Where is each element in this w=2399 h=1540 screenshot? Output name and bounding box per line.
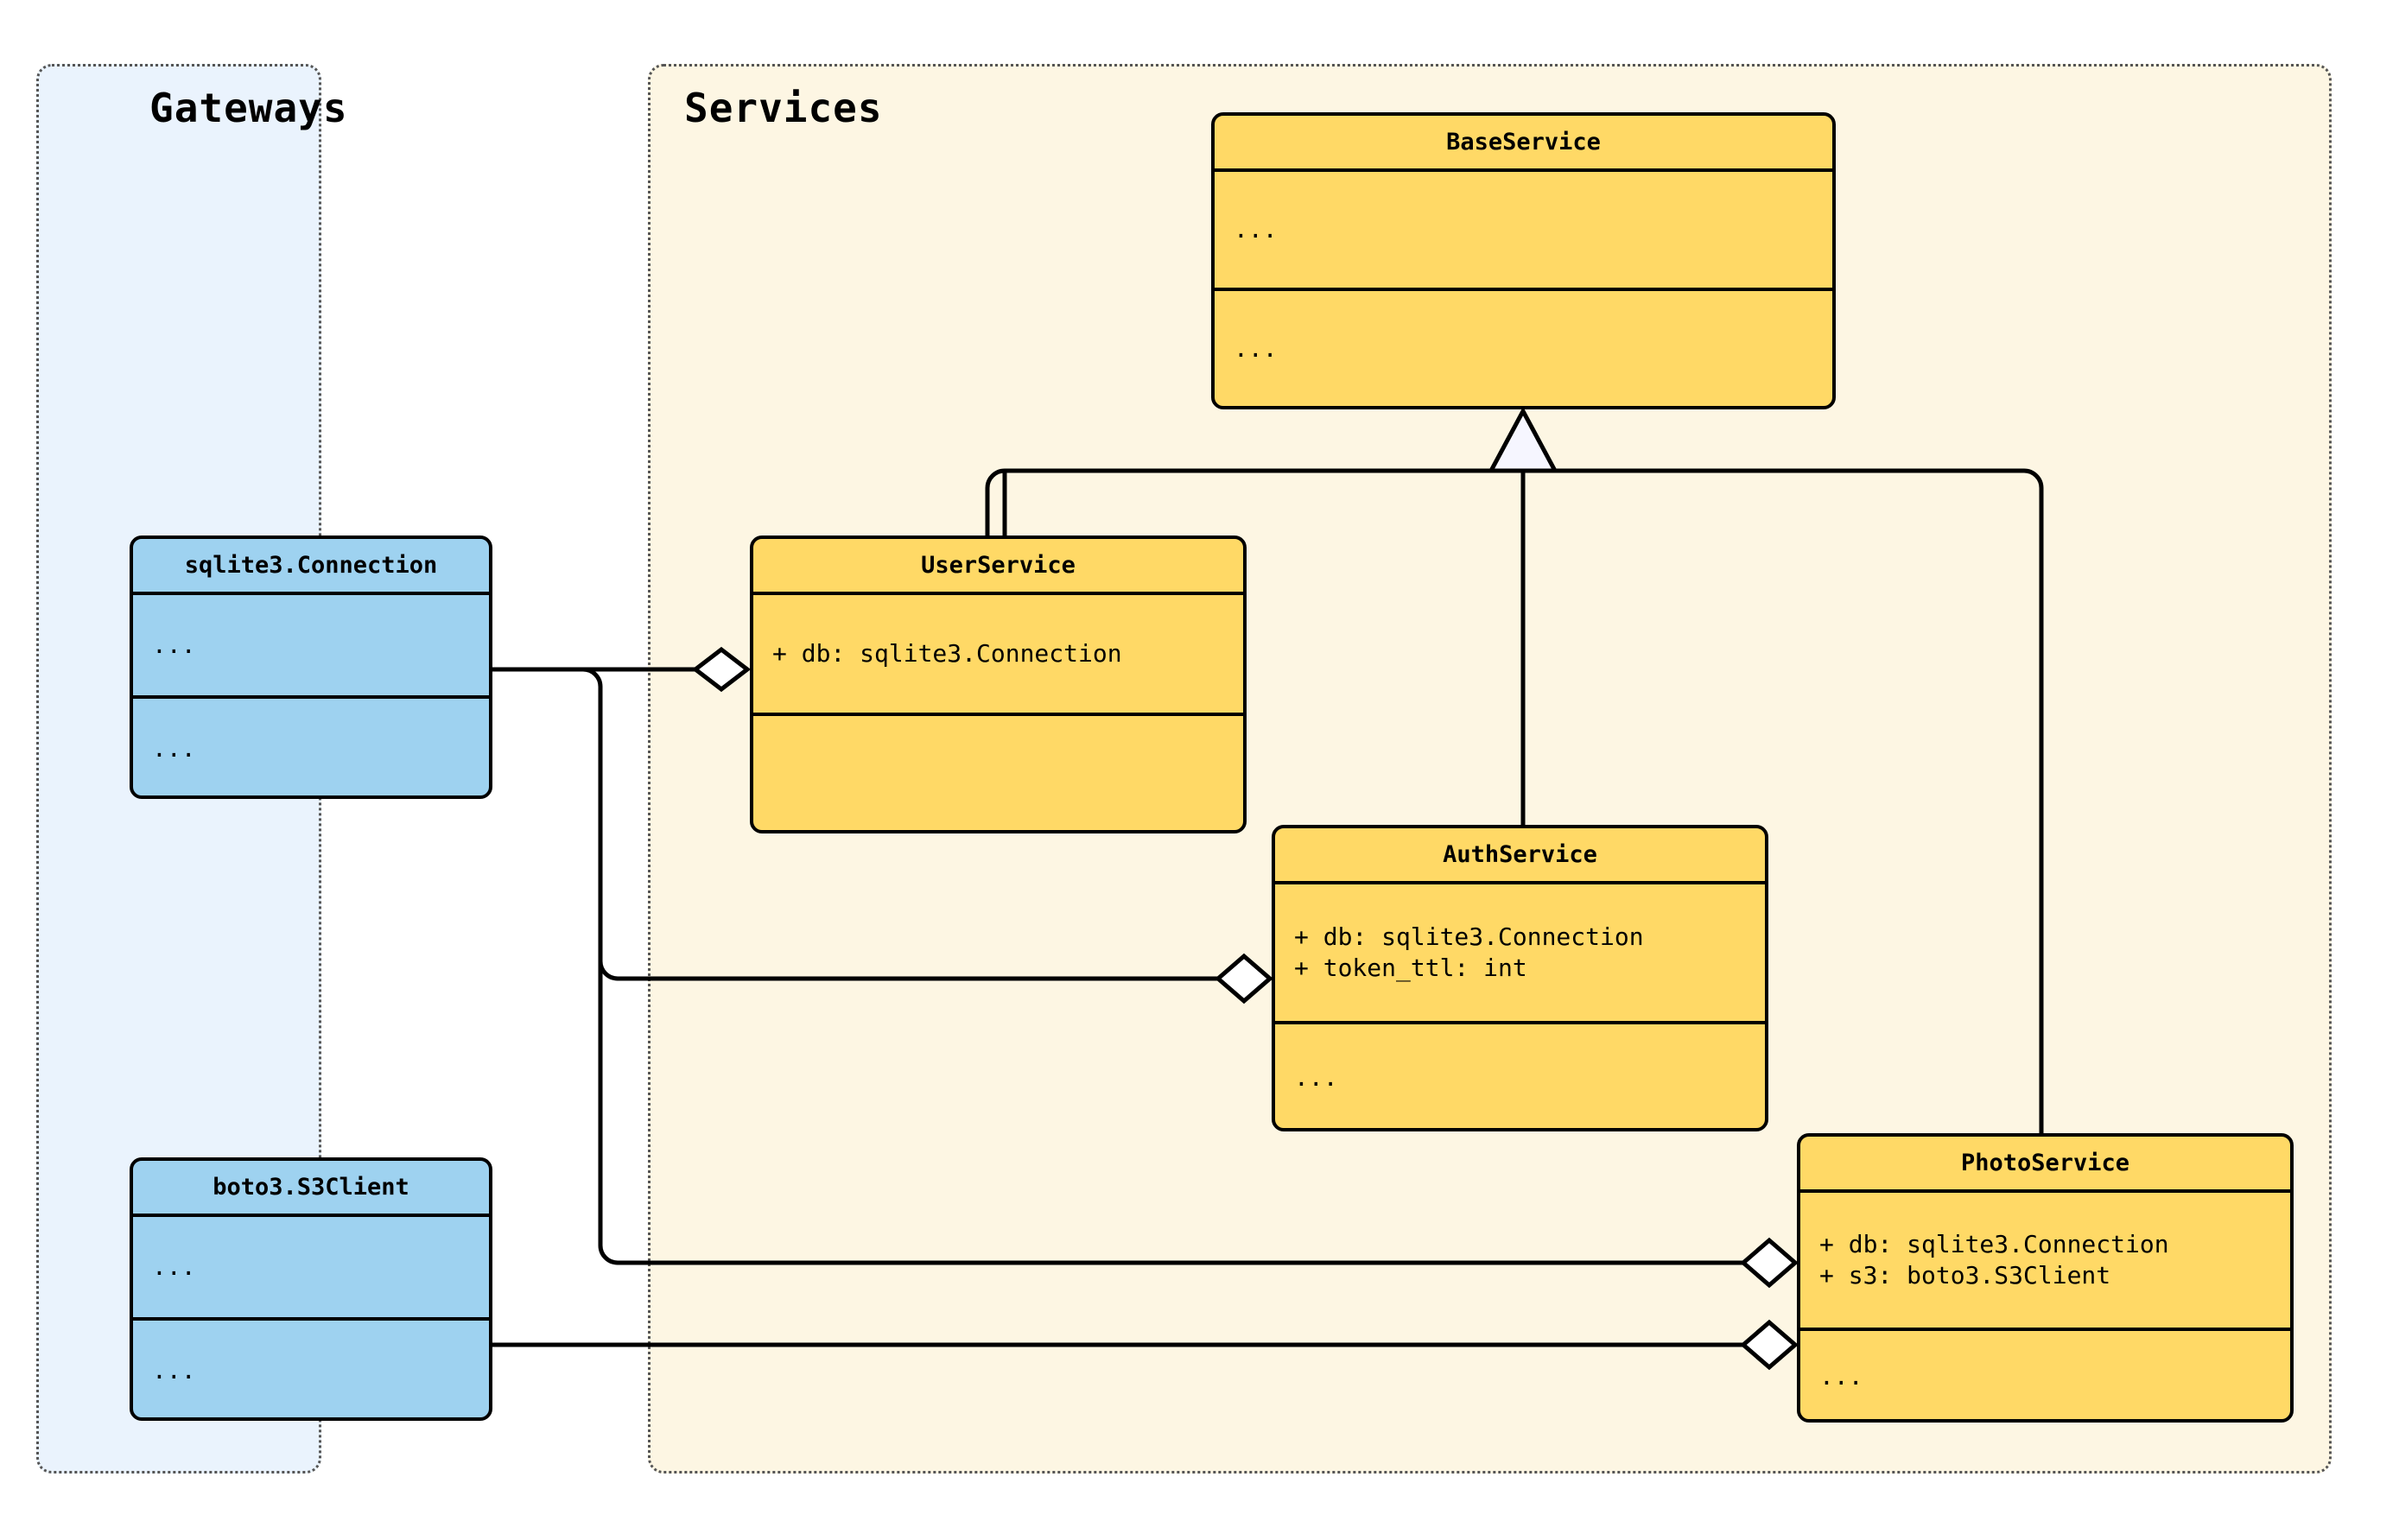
aggregation-edge-s3client-photoservice [492, 1319, 1799, 1371]
methods-text: ... [1294, 1063, 1338, 1093]
class-attributes-sqlite3-connection: ... [133, 595, 489, 699]
attributes-text: ... [152, 1252, 196, 1282]
class-box-authservice[interactable]: AuthService + db: sqlite3.Connection + t… [1272, 825, 1768, 1131]
aggregation-diamond-icon [1740, 1319, 1799, 1371]
class-attributes-userservice: + db: sqlite3.Connection [753, 595, 1243, 716]
attributes-text: + db: sqlite3.Connection [772, 639, 1122, 669]
class-box-userservice[interactable]: UserService + db: sqlite3.Connection [750, 536, 1247, 833]
class-box-baseservice[interactable]: BaseService ... ... [1211, 112, 1836, 409]
class-methods-baseservice: ... [1215, 291, 1832, 406]
attributes-text: ... [1234, 215, 1278, 244]
class-box-boto3-s3client[interactable]: boto3.S3Client ... ... [130, 1157, 492, 1421]
class-box-sqlite3-connection[interactable]: sqlite3.Connection ... ... [130, 536, 492, 799]
methods-text: ... [1819, 1362, 1863, 1391]
methods-text: ... [1234, 333, 1278, 363]
class-methods-photoservice: ... [1800, 1331, 2290, 1419]
class-attributes-boto3-s3client: ... [133, 1217, 489, 1321]
class-name-baseservice: BaseService [1215, 116, 1832, 172]
attributes-text: + db: sqlite3.Connection + s3: boto3.S3C… [1819, 1230, 2169, 1290]
class-name-photoservice: PhotoService [1800, 1137, 2290, 1193]
class-attributes-authservice: + db: sqlite3.Connection + token_ttl: in… [1275, 884, 1765, 1024]
attributes-text: ... [152, 631, 196, 660]
attributes-text: + db: sqlite3.Connection + token_ttl: in… [1294, 922, 1644, 982]
class-name-sqlite3-connection: sqlite3.Connection [133, 539, 489, 595]
class-methods-boto3-s3client: ... [133, 1321, 489, 1417]
class-box-photoservice[interactable]: PhotoService + db: sqlite3.Connection + … [1797, 1133, 2294, 1423]
class-name-userservice: UserService [753, 539, 1243, 595]
aggregation-diamond-icon [691, 646, 752, 693]
package-services-title: Services [684, 85, 883, 131]
class-methods-userservice [753, 716, 1243, 830]
package-gateways-title: Gateways [149, 85, 348, 131]
aggregation-diamond-icon [1215, 953, 1273, 1004]
class-attributes-baseservice: ... [1215, 172, 1832, 291]
class-name-authservice: AuthService [1275, 828, 1765, 884]
inheritance-triangle-icon [1487, 406, 1559, 473]
inheritance-edges [985, 406, 2044, 1133]
aggregation-edge-sqlite-photoservice [598, 687, 1799, 1289]
methods-text: ... [152, 734, 196, 764]
methods-text: ... [152, 1356, 196, 1385]
class-methods-sqlite3-connection: ... [133, 699, 489, 795]
class-attributes-photoservice: + db: sqlite3.Connection + s3: boto3.S3C… [1800, 1193, 2290, 1331]
class-name-boto3-s3client: boto3.S3Client [133, 1161, 489, 1217]
aggregation-diamond-icon [1740, 1237, 1799, 1289]
class-methods-authservice: ... [1275, 1024, 1765, 1128]
